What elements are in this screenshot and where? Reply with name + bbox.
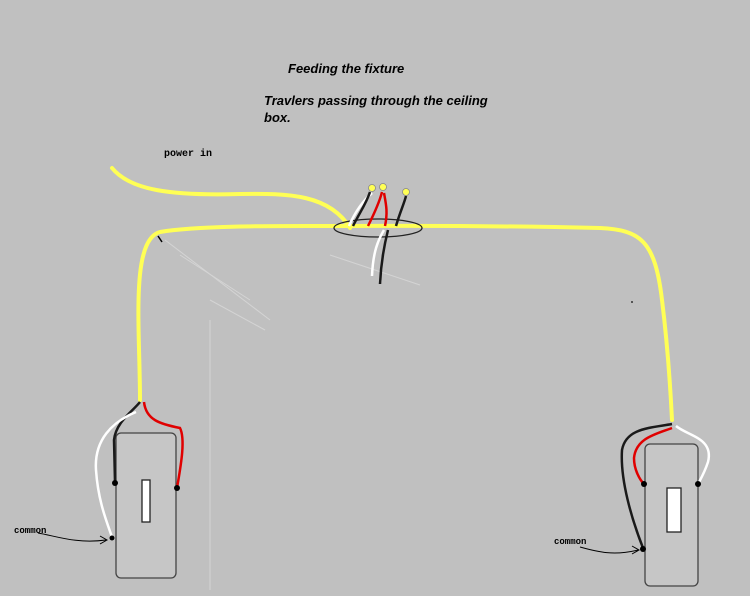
switch-left bbox=[94, 401, 184, 579]
label-common-right: common bbox=[554, 537, 587, 547]
label-common-left: common bbox=[14, 526, 47, 536]
ceiling-box-drops bbox=[370, 229, 390, 285]
power-in-wire bbox=[110, 166, 352, 230]
stray-dot bbox=[631, 301, 633, 303]
common-arrow-right-head bbox=[631, 545, 641, 555]
label-power-in: power in bbox=[164, 149, 213, 160]
common-arrow-right bbox=[579, 546, 639, 554]
diagram-subtitle: Travlers passing through the ceiling box… bbox=[264, 93, 488, 125]
switch-right bbox=[620, 422, 711, 587]
hot-wire-main bbox=[136, 223, 674, 422]
diagram-title: Feeding the fixture bbox=[288, 61, 405, 76]
ceiling-box bbox=[333, 218, 423, 238]
light-fixture bbox=[347, 183, 410, 227]
common-arrow-left-head bbox=[99, 535, 109, 545]
common-arrow-left bbox=[37, 532, 107, 542]
sketch-marks bbox=[164, 239, 421, 590]
wire-tick bbox=[157, 235, 163, 243]
